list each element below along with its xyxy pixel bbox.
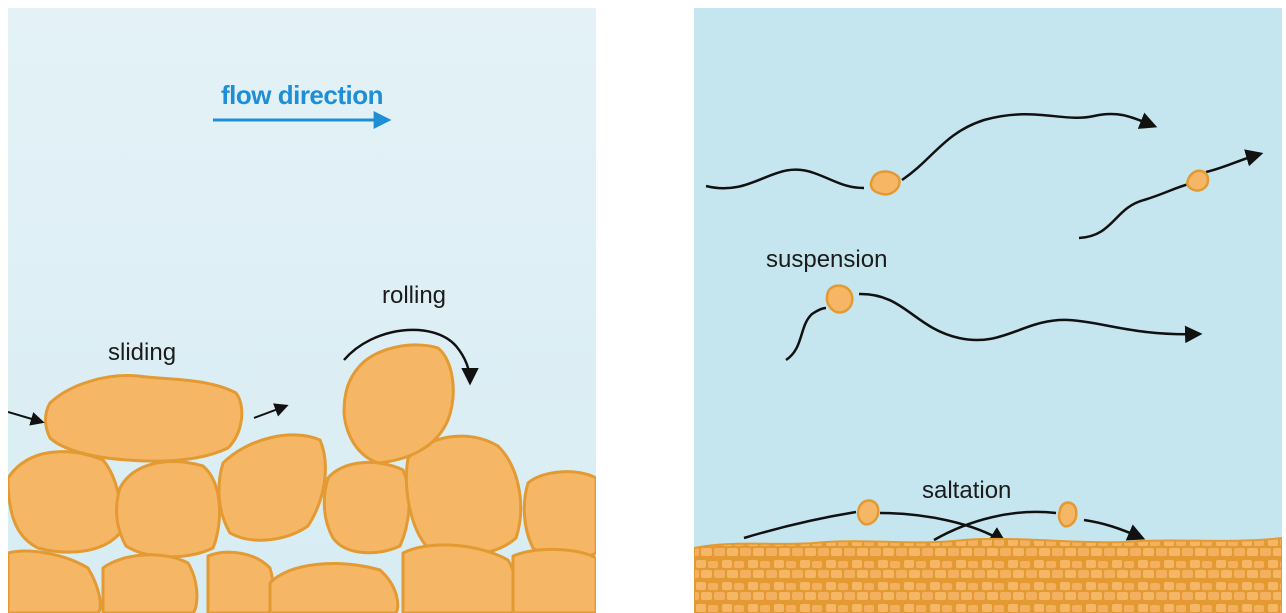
saltation-grain-1 <box>858 501 878 525</box>
sediment-bed <box>694 538 1282 613</box>
rolling-label: rolling <box>382 284 446 308</box>
suspension-grain-2 <box>1187 171 1208 191</box>
bed-grains <box>8 435 596 613</box>
sliding-label: sliding <box>108 341 176 365</box>
suspension-path-1b <box>902 114 1154 180</box>
suspension-path-1a <box>706 170 864 189</box>
left-panel-sliding-rolling: flow direction sliding rolling <box>8 8 596 613</box>
suspension-label: suspension <box>766 248 887 272</box>
right-panel-drawing <box>694 8 1282 613</box>
saltation-path-2b <box>1084 520 1142 538</box>
saltation-path-1a <box>744 512 856 538</box>
suspension-path-2a <box>1079 184 1189 238</box>
sliding-grain <box>46 376 242 462</box>
right-panel-suspension-saltation: suspension saltation <box>694 8 1282 613</box>
suspension-path-3b <box>859 294 1199 340</box>
suspension-grain-3 <box>827 286 852 313</box>
saltation-grain-2 <box>1059 503 1076 527</box>
suspension-path-2b <box>1206 154 1260 172</box>
suspension-grain-1 <box>871 172 900 195</box>
suspension-path-3a <box>786 308 826 360</box>
sliding-arrow-in <box>8 412 42 422</box>
saltation-label: saltation <box>922 479 1011 503</box>
flow-direction-label: flow direction <box>221 80 383 111</box>
sliding-arrow-out <box>254 406 286 418</box>
saltation-path-1b <box>880 513 1004 542</box>
